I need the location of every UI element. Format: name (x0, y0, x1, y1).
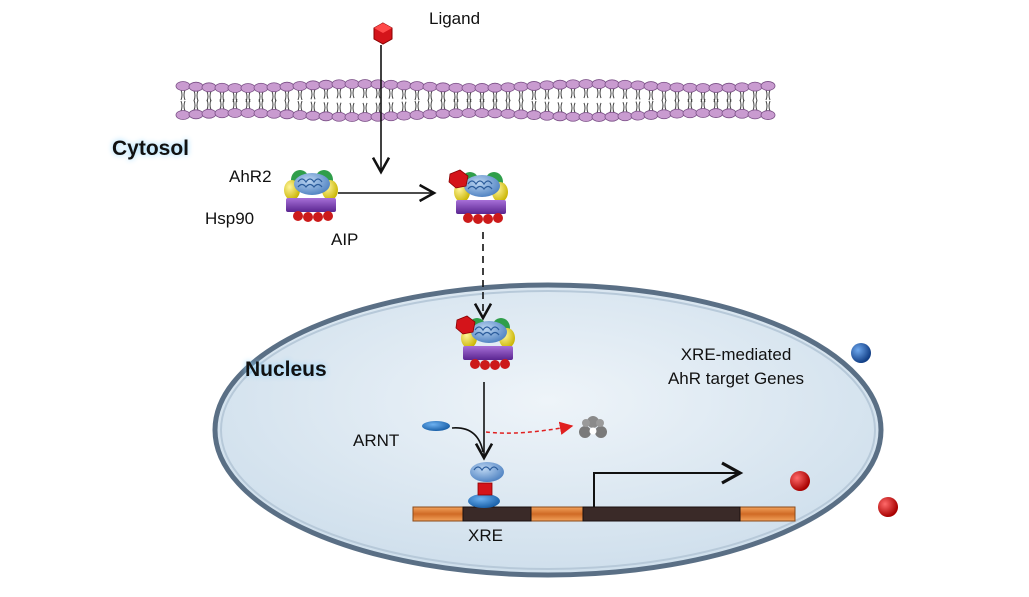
degradation-arrow (485, 421, 574, 435)
proteasome-degradation-icon (579, 416, 607, 438)
xre-label: XRE (468, 526, 503, 545)
ahr-arnt-dna-complex-icon (468, 462, 504, 508)
target-genes-line1: XRE-mediated (681, 345, 792, 364)
dna-strand (412, 506, 796, 522)
cytosol-label: Cytosol (112, 137, 189, 160)
target-genes-line2: AhR target Genes (668, 369, 804, 388)
nuclear-complex-icon (455, 315, 516, 371)
target-gene-element (582, 506, 741, 522)
protein-blue-icon (851, 343, 871, 363)
transcription-arrow (593, 461, 744, 507)
ligand-icon (373, 22, 393, 45)
nucleus-label: Nucleus (245, 358, 327, 381)
ligand-bound-complex-icon (448, 169, 509, 225)
protein-red-icon-1 (790, 471, 810, 491)
arnt-icon (422, 421, 450, 431)
ahr2-label: AhR2 (229, 167, 272, 186)
ahr-complex-icon (283, 169, 339, 223)
arnt-label: ARNT (353, 431, 399, 450)
hsp90-label: Hsp90 (205, 209, 254, 228)
xre-element (462, 506, 532, 522)
cell-membrane (175, 79, 776, 122)
aip-label: AIP (331, 230, 358, 249)
arnt-join-arrow (451, 427, 484, 453)
protein-red-icon-2 (878, 497, 898, 517)
ligand-label: Ligand (429, 9, 480, 28)
nucleus-membrane (212, 282, 884, 578)
